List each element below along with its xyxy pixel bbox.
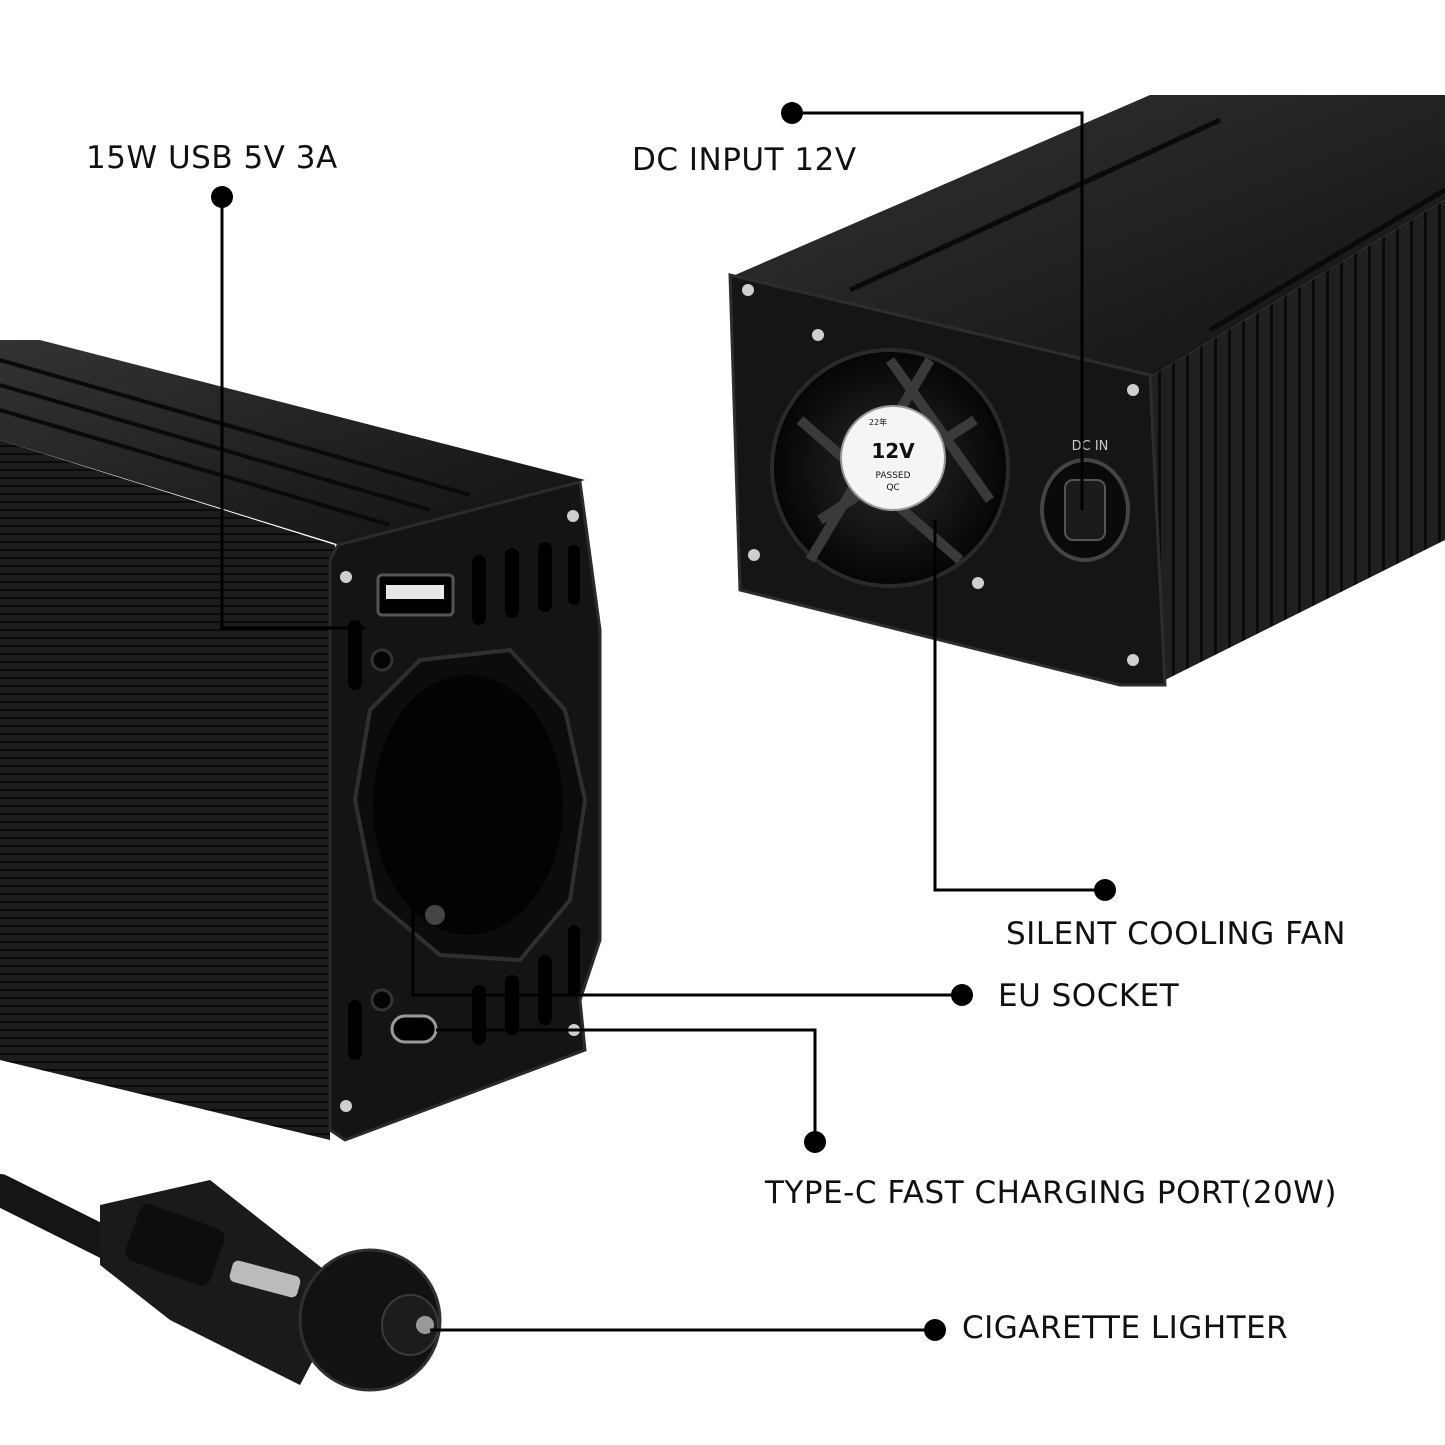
right-inverter: 12V PASSED QC 22年 DC IN xyxy=(728,95,1445,687)
cigarette-callout-label: CIGARETTE LIGHTER xyxy=(962,1310,1289,1346)
typec-callout-line xyxy=(436,1028,817,1142)
fan-sticker-qc: QC xyxy=(886,483,899,493)
usb-callout-line xyxy=(220,197,365,630)
power-indicator xyxy=(370,648,394,672)
dc-callout-dot xyxy=(781,102,803,124)
left-inverter-top-grooves xyxy=(0,358,471,527)
cig-callout-dot xyxy=(924,1319,946,1341)
fault-indicator xyxy=(370,988,394,1012)
fan-callout-line xyxy=(933,520,1105,892)
fan-callout-dot xyxy=(1094,879,1116,901)
eu-callout-dot xyxy=(951,984,973,1006)
right-inverter-side xyxy=(1145,200,1445,680)
eu-callout-line xyxy=(411,850,962,997)
left-inverter-side xyxy=(0,440,335,1140)
type-c-callout-label: TYPE-C FAST CHARGING PORT(20W) xyxy=(765,1175,1338,1211)
fan-sticker-year: 22年 xyxy=(869,417,887,427)
usb-callout-dot xyxy=(211,186,233,208)
dc-callout-line xyxy=(792,111,1084,510)
callout-dots xyxy=(211,102,1116,1341)
fan-sticker-status: PASSED xyxy=(875,471,910,481)
plug-tip xyxy=(416,1316,434,1334)
cigarette-plug xyxy=(0,1174,442,1392)
dc-in-label: DC IN xyxy=(1072,439,1109,454)
typec-callout-dot xyxy=(804,1131,826,1153)
fan-sticker-voltage: 12V xyxy=(871,439,915,463)
left-inverter xyxy=(0,340,602,1142)
right-inverter-top xyxy=(735,95,1445,380)
usb-c-port xyxy=(390,1014,438,1044)
fan-sticker xyxy=(840,405,946,511)
eu-socket-callout-label: EU SOCKET xyxy=(998,978,1180,1014)
dc-input-callout-label: DC INPUT 12V xyxy=(632,142,857,178)
fan-callout-label: SILENT COOLING FAN xyxy=(1006,916,1346,952)
callout-lines xyxy=(220,111,1105,1332)
right-inverter-screws xyxy=(742,284,1139,666)
usb-callout-label: 15W USB 5V 3A xyxy=(86,140,338,176)
